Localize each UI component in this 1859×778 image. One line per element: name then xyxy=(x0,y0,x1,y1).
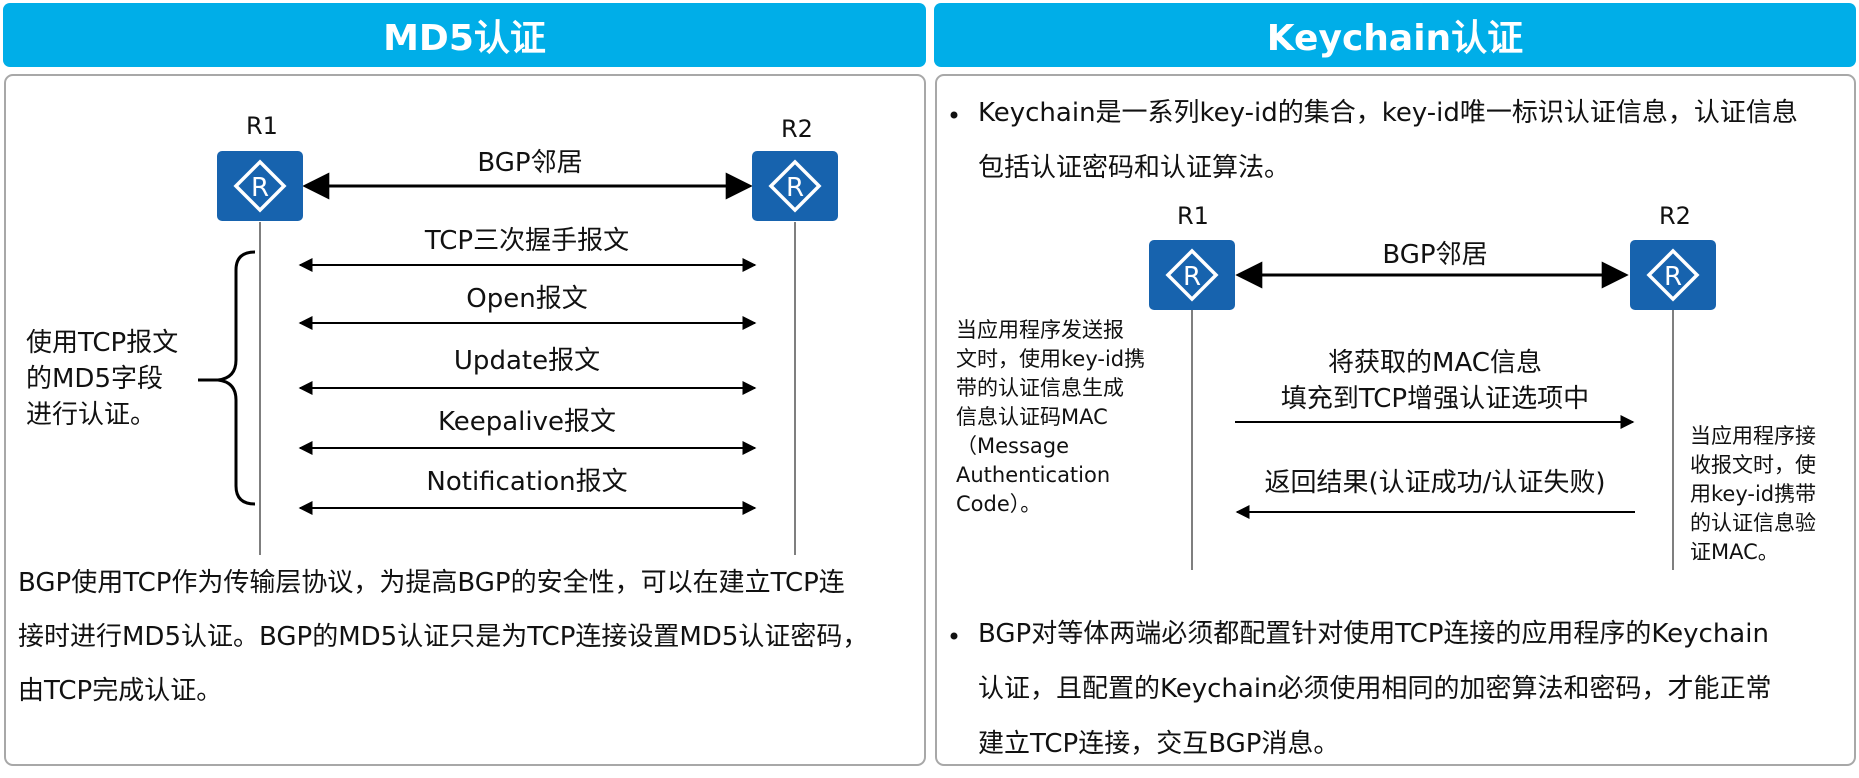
md5-header: MD5认证 xyxy=(3,3,926,67)
keychain-panel xyxy=(935,74,1856,766)
kc-msg-1-line: 将获取的MAC信息 xyxy=(1328,348,1542,378)
kc-msg-2: 返回结果(认证成功/认证失败) xyxy=(1264,468,1606,498)
kc-left-note: 当应用程序发送报 文时，使用key-id携 带的认证信息生成 信息认证码MAC … xyxy=(956,316,1171,519)
md5-brace-text-line: 进行认证。 xyxy=(26,400,157,430)
md5-msg-1: TCP三次握手报文 xyxy=(424,226,630,256)
kc-bullet-1: Keychain是一系列key-id的集合，key-id唯一标识认证信息，认证信… xyxy=(978,86,1798,196)
md5-brace-text-line: 使用TCP报文 xyxy=(26,328,179,358)
md5-r1-label: R1 xyxy=(246,112,278,140)
kc-left-note-line: （Message xyxy=(956,434,1070,458)
md5-msg-4: Keepalive报文 xyxy=(437,407,616,437)
kc-bullet-1-line: Keychain是一系列key-id的集合，key-id唯一标识认证信息，认证信… xyxy=(978,98,1798,128)
md5-neighbor-label: BGP邻居 xyxy=(477,148,583,178)
keychain-header: Keychain认证 xyxy=(934,3,1856,67)
md5-description-line: 接时进行MD5认证。BGP的MD5认证只是为TCP连接设置MD5认证密码， xyxy=(18,622,869,652)
svg-text:R: R xyxy=(1664,262,1682,292)
kc-bullet-2: BGP对等体两端必须都配置针对使用TCP连接的应用程序的Keychain 认证，… xyxy=(978,607,1772,772)
md5-description-line: BGP使用TCP作为传输层协议，为提高BGP的安全性，可以在建立TCP连 xyxy=(18,568,845,598)
md5-r1-router-icon: R xyxy=(217,151,303,221)
kc-right-note-line: 收报文时，使 xyxy=(1690,453,1816,477)
kc-right-note: 当应用程序接 收报文时，使 用key-id携带 的认证信息验 证MAC。 xyxy=(1690,422,1855,567)
md5-description: BGP使用TCP作为传输层协议，为提高BGP的安全性，可以在建立TCP连 接时进… xyxy=(18,556,868,718)
keychain-header-title: Keychain认证 xyxy=(1266,18,1524,59)
kc-left-note-line: Authentication xyxy=(956,463,1111,487)
kc-right-note-line: 的认证信息验 xyxy=(1690,511,1816,535)
kc-bullet-2-line: 建立TCP连接，交互BGP消息。 xyxy=(978,729,1340,759)
kc-r1-router-icon: R xyxy=(1149,240,1235,310)
kc-bullet-2-line: BGP对等体两端必须都配置针对使用TCP连接的应用程序的Keychain xyxy=(978,619,1769,649)
kc-bullet-dot-2 xyxy=(950,632,958,640)
kc-left-note-line: 文时，使用key-id携 xyxy=(956,347,1146,371)
kc-r1-label: R1 xyxy=(1177,202,1209,230)
kc-msg-1-line: 填充到TCP增强认证选项中 xyxy=(1280,384,1590,414)
kc-right-note-line: 证MAC。 xyxy=(1690,540,1779,564)
md5-r2-label: R2 xyxy=(781,115,813,143)
kc-left-note-line: 信息认证码MAC xyxy=(956,405,1108,429)
kc-r2-router-icon: R xyxy=(1630,240,1716,310)
kc-bullet-1-line: 包括认证密码和认证算法。 xyxy=(978,153,1291,183)
svg-text:R: R xyxy=(1183,262,1201,292)
kc-msg-1: 将获取的MAC信息 填充到TCP增强认证选项中 xyxy=(1230,345,1640,417)
kc-left-note-line: 当应用程序发送报 xyxy=(956,318,1124,342)
md5-brace-text-line: 的MD5字段 xyxy=(26,364,163,394)
md5-description-line: 由TCP完成认证。 xyxy=(18,676,223,706)
md5-r2-router-icon: R xyxy=(752,151,838,221)
kc-neighbor-label: BGP邻居 xyxy=(1382,240,1488,270)
md5-msg-3: Update报文 xyxy=(453,346,601,376)
kc-right-note-line: 用key-id携带 xyxy=(1690,482,1817,506)
md5-msg-5: Notification报文 xyxy=(426,467,628,497)
kc-right-note-line: 当应用程序接 xyxy=(1690,424,1816,448)
md5-msg-2: Open报文 xyxy=(466,284,588,314)
md5-header-title: MD5认证 xyxy=(383,18,546,59)
kc-r2-label: R2 xyxy=(1659,202,1691,230)
kc-left-note-line: Code）。 xyxy=(956,492,1042,516)
kc-bullet-2-line: 认证，且配置的Keychain必须使用相同的加密算法和密码，才能正常 xyxy=(978,674,1772,704)
svg-text:R: R xyxy=(786,173,804,203)
md5-brace xyxy=(217,250,256,506)
md5-brace-text: 使用TCP报文 的MD5字段 进行认证。 xyxy=(26,325,178,433)
svg-text:R: R xyxy=(251,173,269,203)
kc-bullet-dot-1 xyxy=(950,111,958,119)
kc-left-note-line: 带的认证信息生成 xyxy=(956,376,1124,400)
